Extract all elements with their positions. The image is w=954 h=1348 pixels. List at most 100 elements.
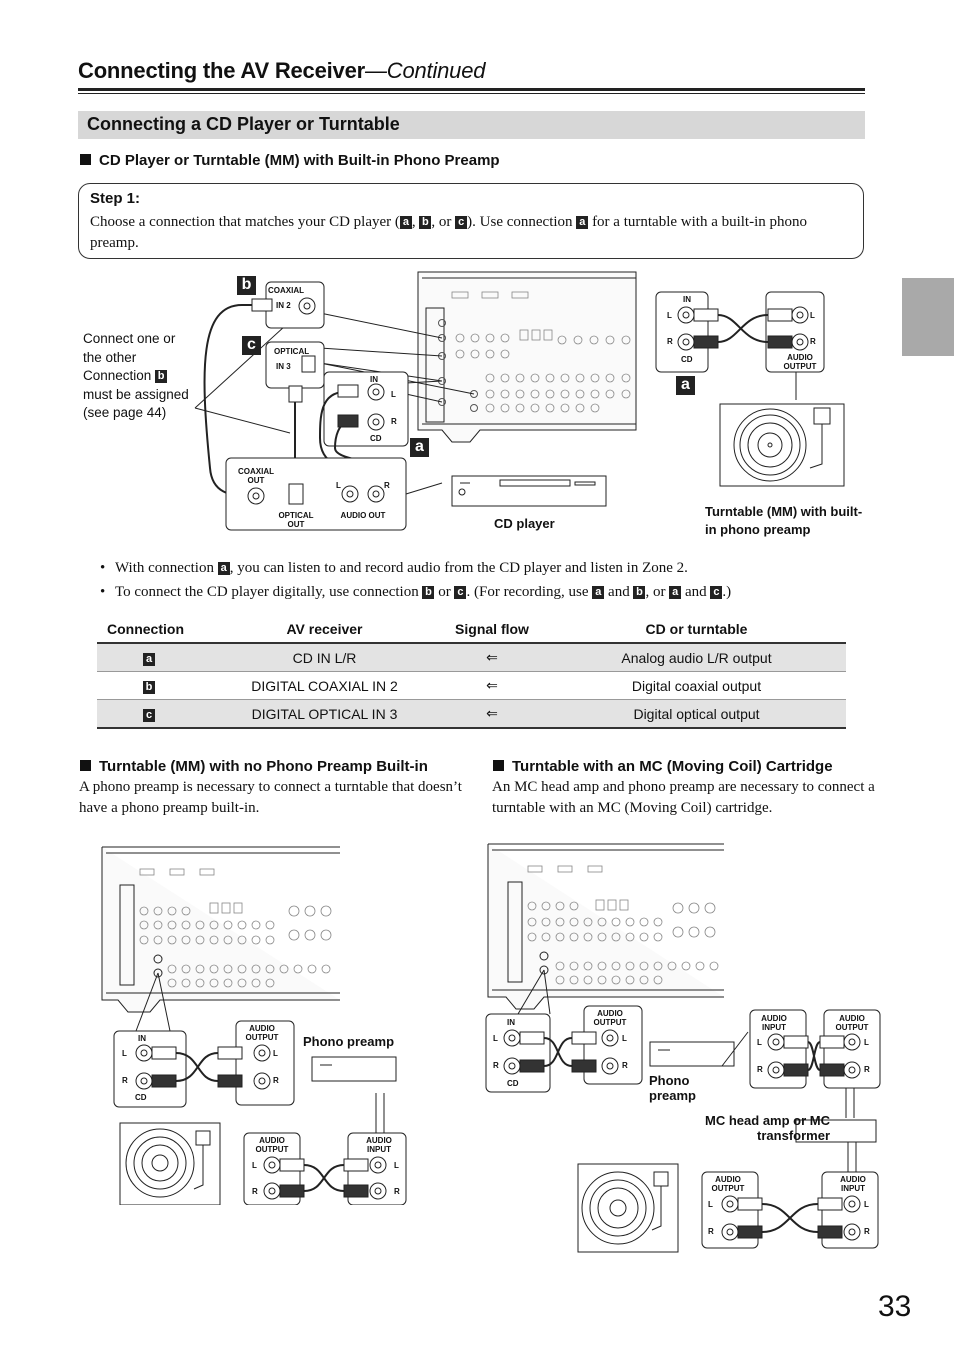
coaxial-label: COAXIAL [268, 286, 304, 295]
d3-mc-head-amp-label: MC head amp or MC transformer [705, 1113, 830, 1143]
tt-l-label: L [667, 311, 672, 320]
page-header-title: Connecting the AV Receiver—Continued [78, 58, 486, 83]
section-title: Connecting a CD Player or Turntable [87, 114, 400, 134]
tt-r-label: R [667, 337, 673, 346]
connection-table: Connection AV receiver Signal flow CD or… [97, 618, 846, 729]
row-letter-badge: b [143, 680, 155, 694]
chapter-tab-marker [902, 278, 954, 356]
cd-r-label: R [391, 417, 397, 426]
cdp-r-label: R [384, 481, 390, 490]
d3-mc-out-r-label: R [864, 1065, 870, 1074]
d3-r-label: R [493, 1061, 499, 1070]
optical-label: OPTICAL [274, 347, 310, 356]
d3-cd-label: CD [507, 1079, 519, 1088]
turntable-label: Turntable (MM) with built-in phono pream… [705, 504, 863, 537]
row-letter-badge: c [143, 708, 155, 722]
d2-pre-r-label: R [273, 1076, 279, 1085]
d2-l-label: L [122, 1049, 127, 1058]
d3-in-r-label: R [757, 1065, 763, 1074]
in2-label: IN 2 [276, 301, 291, 310]
d2-audio-input-label: AUDIO INPUT [366, 1136, 392, 1154]
d3-mc-input-label: AUDIO INPUT [840, 1175, 866, 1193]
table-header-row: Connection AV receiver Signal flow CD or… [97, 618, 846, 644]
d3-tt-output-label: AUDIO OUTPUT [711, 1175, 745, 1193]
d2-in-label: IN [138, 1034, 146, 1043]
cd-label: CD [370, 434, 382, 443]
d2-in-l-label: L [394, 1161, 399, 1170]
step-text: Choose a connection that matches your CD… [90, 214, 808, 251]
d3-mc-in-r-label: R [864, 1227, 870, 1236]
cd-turntable-connection-diagram: b c a a [194, 271, 845, 531]
page-number: 33 [878, 1290, 912, 1323]
col-connection: Connection [97, 618, 212, 644]
cd-turntable-cell: Digital optical output [547, 699, 846, 729]
d3-in-l-label: L [757, 1038, 762, 1047]
d3-mc-out-l-label: L [864, 1038, 869, 1047]
header-rule [78, 88, 865, 91]
tt-audio-output-label: AUDIO OUTPUT [783, 353, 817, 371]
label-b-badge: b [237, 276, 256, 295]
av-receiver-cell: CD IN L/R [212, 643, 437, 672]
av-receiver-cell: DIGITAL OPTICAL IN 3 [212, 699, 437, 729]
d2-r-label: R [122, 1076, 128, 1085]
d3-mc-in-l-label: L [864, 1200, 869, 1209]
signal-flow-cell: ⇐ [437, 699, 547, 729]
subsection-text-3: An MC head amp and phono preamp are nece… [492, 779, 875, 816]
connection-callout: Connect one or the other Connection b mu… [83, 331, 189, 420]
optical-out-label: OPTICAL OUT [278, 511, 314, 529]
coaxial-out-label: COAXIAL OUT [238, 467, 274, 485]
subsection-heading-1: CD Player or Turntable (MM) with Built-i… [80, 152, 500, 169]
section-title-bar [78, 111, 865, 139]
tt-out-r-label: R [810, 337, 816, 346]
col-av-receiver: AV receiver [212, 618, 437, 644]
d3-tt-l-label: L [708, 1200, 713, 1209]
table-row: c DIGITAL OPTICAL IN 3 ⇐ Digital optical… [97, 699, 846, 729]
subsection-heading-2: Turntable (MM) with no Phono Preamp Buil… [80, 758, 428, 775]
d3-phono-preamp-label: Phono preamp [649, 1073, 696, 1103]
d3-preamp-output-label: AUDIO OUTPUT [593, 1009, 627, 1027]
step-label: Step 1: [90, 190, 141, 207]
d2-tt-l-label: L [252, 1161, 257, 1170]
av-receiver-cell: DIGITAL COAXIAL IN 2 [212, 671, 437, 700]
table-row: a CD IN L/R ⇐ Analog audio L/R output [97, 643, 846, 672]
mc-cartridge-diagram [485, 843, 881, 1253]
bullet-2: To connect the CD player digitally, use … [100, 580, 880, 604]
d2-tt-r-label: R [252, 1187, 258, 1196]
tt-cd-label: CD [681, 355, 693, 364]
label-c-badge: c [242, 336, 261, 355]
d3-pre-r-label: R [622, 1061, 628, 1070]
d3-pre-l-label: L [622, 1034, 627, 1043]
turntable-phono-preamp-diagram [101, 846, 407, 1205]
table-row: b DIGITAL COAXIAL IN 2 ⇐ Digital coaxial… [97, 671, 846, 700]
tt-out-l-label: L [810, 311, 815, 320]
col-signal-flow: Signal flow [437, 618, 547, 644]
in3-label: IN 3 [276, 362, 291, 371]
signal-flow-cell: ⇐ [437, 671, 547, 700]
subsection-heading-3: Turntable with an MC (Moving Coil) Cartr… [493, 758, 833, 775]
label-a-badge-turntable: a [676, 376, 695, 395]
d3-l-label: L [493, 1034, 498, 1043]
d3-preamp-input-label: AUDIO INPUT [761, 1014, 787, 1032]
row-letter-badge: a [143, 652, 155, 666]
d2-tt-audio-output-label: AUDIO OUTPUT [255, 1136, 289, 1154]
cd-player-label: CD player [494, 516, 555, 531]
d2-pre-l-label: L [273, 1049, 278, 1058]
cd-l-label: L [391, 390, 396, 399]
bullet-notes: With connection a, you can listen to and… [100, 556, 880, 604]
d2-cd-label: CD [135, 1093, 147, 1102]
d2-in-r-label: R [394, 1187, 400, 1196]
bullet-1: With connection a, you can listen to and… [100, 556, 880, 580]
tt-in-label: IN [683, 295, 691, 304]
cd-turntable-cell: Analog audio L/R output [547, 643, 846, 672]
col-cd-turntable: CD or turntable [547, 618, 846, 644]
label-a-badge: a [410, 438, 429, 457]
header-rule-thin [78, 93, 865, 94]
d3-in-label: IN [507, 1018, 515, 1027]
d3-mc-output-label: AUDIO OUTPUT [835, 1014, 869, 1032]
cdp-l-label: L [336, 481, 341, 490]
subsection-text-2: A phono preamp is necessary to connect a… [79, 779, 462, 816]
d3-tt-r-label: R [708, 1227, 714, 1236]
cd-turntable-cell: Digital coaxial output [547, 671, 846, 700]
d2-preamp-audio-output-label: AUDIO OUTPUT [245, 1024, 279, 1042]
signal-flow-cell: ⇐ [437, 643, 547, 672]
